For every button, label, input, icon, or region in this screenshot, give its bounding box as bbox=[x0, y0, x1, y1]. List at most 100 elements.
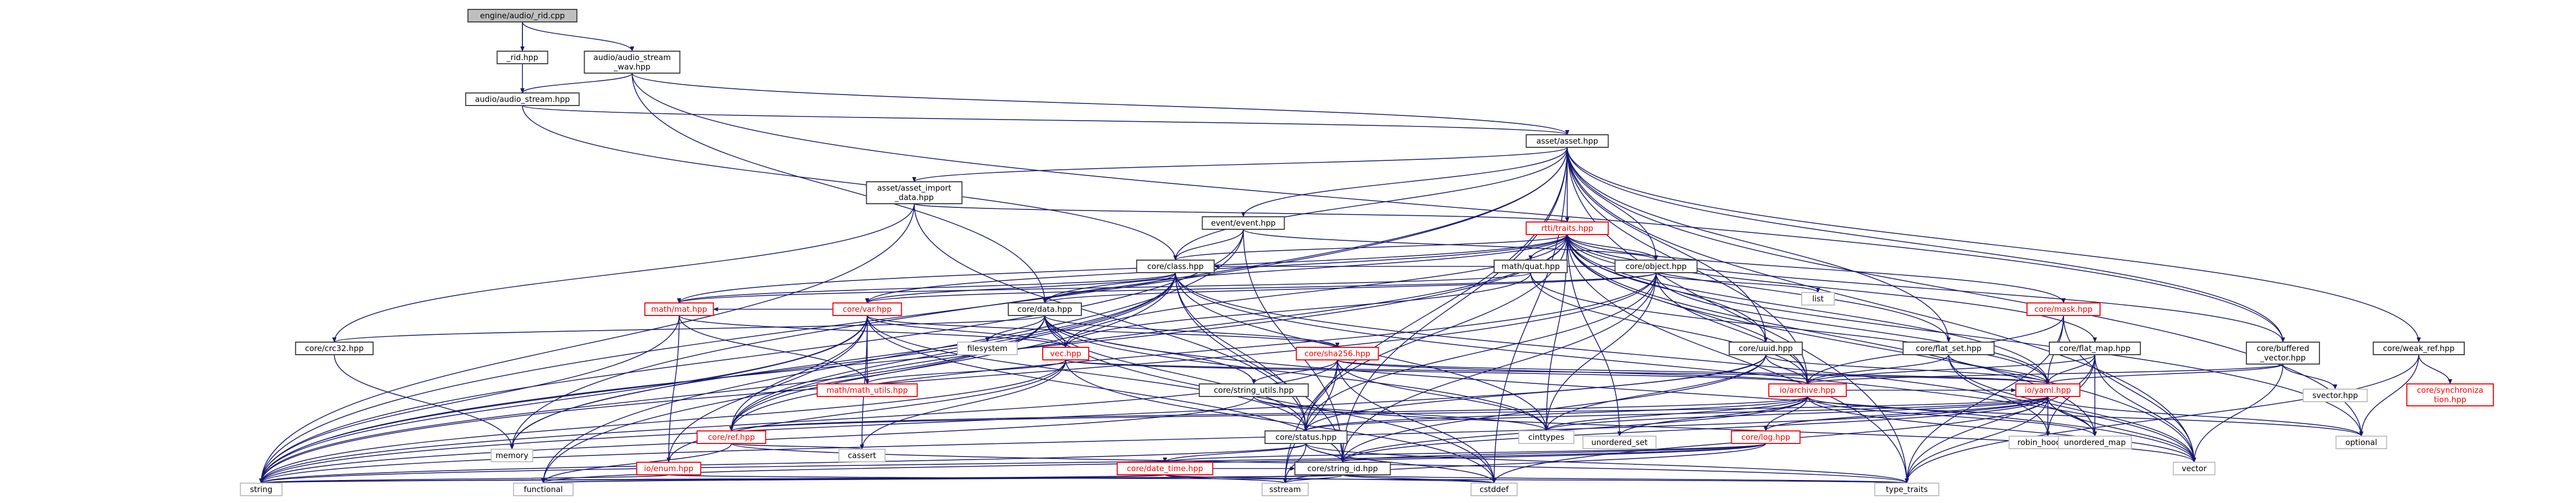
graph-node-optional: optional bbox=[2335, 436, 2387, 449]
edge-event-to-string bbox=[259, 229, 1244, 484]
graph-node-flatset[interactable]: core/flat_set.hpp bbox=[1902, 342, 1995, 355]
graph-node-string: string bbox=[240, 483, 283, 496]
node-label: core/status.hpp bbox=[1276, 432, 1337, 442]
graph-node-uuid[interactable]: core/uuid.hpp bbox=[1729, 342, 1803, 355]
edge-vec-to-cstddef bbox=[1065, 359, 1496, 484]
edge-sha-to-sstream bbox=[1283, 359, 1338, 484]
graph-node-asset[interactable]: asset/asset.hpp bbox=[1525, 134, 1609, 148]
graph-node-datetime[interactable]: core/date_time.hpp bbox=[1116, 462, 1214, 475]
graph-node-wav[interactable]: audio/audio_stream_wav.hpp bbox=[584, 51, 681, 74]
edge-ref-to-cassert bbox=[731, 443, 864, 450]
graph-node-data[interactable]: core/data.hpp bbox=[1008, 302, 1082, 316]
node-box bbox=[1116, 462, 1214, 475]
edge-traits-to-data bbox=[1043, 234, 1568, 303]
edge-wav-to-asset bbox=[632, 73, 1569, 135]
node-box bbox=[295, 342, 374, 355]
graph-node-mathutils[interactable]: math/math_utils.hpp bbox=[817, 383, 918, 397]
graph-node-root[interactable]: engine/audio/_rid.cpp bbox=[467, 9, 578, 22]
node-box bbox=[2372, 342, 2465, 355]
edge-vararg-to-memory bbox=[510, 315, 868, 450]
edge-flatmap-to-vector bbox=[2094, 354, 2196, 463]
graph-node-ref[interactable]: core/ref.hpp bbox=[696, 430, 766, 444]
graph-node-enum[interactable]: io/enum.hpp bbox=[636, 462, 702, 475]
graph-node-object[interactable]: core/object.hpp bbox=[1614, 260, 1698, 273]
node-label: vec.hpp bbox=[1050, 349, 1081, 358]
edge-strid-to-functional bbox=[542, 474, 1343, 484]
graph-node-weakref[interactable]: core/weak_ref.hpp bbox=[2372, 342, 2465, 355]
node-label: math/mat.hpp bbox=[651, 305, 707, 314]
node-label: tion.hpp bbox=[2434, 395, 2466, 404]
edge-sha-to-strutils bbox=[1252, 359, 1338, 384]
edge-ioyaml-to-strid bbox=[1341, 396, 2048, 463]
edge-bufvec-to-svector bbox=[2282, 364, 2337, 390]
node-label: core/object.hpp bbox=[1625, 262, 1686, 271]
node-box bbox=[2048, 342, 2141, 355]
node-label: memory bbox=[496, 451, 529, 460]
graph-node-archive[interactable]: io/archive.hpp bbox=[1768, 383, 1847, 397]
graph-node-traits[interactable]: rtti/traits.hpp bbox=[1525, 221, 1609, 235]
edge-layer bbox=[259, 21, 2452, 484]
graph-node-class[interactable]: core/class.hpp bbox=[1136, 260, 1215, 273]
graph-node-stream[interactable]: audio/audio_stream.hpp bbox=[465, 92, 580, 106]
edge-wav-to-data bbox=[632, 73, 1047, 303]
node-label: _data.hpp bbox=[894, 193, 934, 203]
graph-node-importdata[interactable]: asset/asset_import_data.hpp bbox=[866, 181, 963, 204]
graph-node-status[interactable]: core/status.hpp bbox=[1264, 430, 1348, 444]
edge-mat-to-string bbox=[259, 315, 680, 484]
node-box bbox=[2302, 389, 2368, 402]
edge-asset-to-uuid bbox=[1567, 147, 1768, 343]
edge-mat-to-mathutils bbox=[679, 315, 869, 384]
edge-traits-to-bufvec bbox=[1567, 234, 2285, 343]
graph-node-vec[interactable]: vec.hpp bbox=[1042, 347, 1090, 360]
node-label: io/enum.hpp bbox=[644, 464, 694, 473]
edge-log-to-string bbox=[259, 443, 1766, 484]
edge-data-to-filesystem bbox=[985, 315, 1045, 343]
graph-node-strid[interactable]: core/string_id.hpp bbox=[1294, 462, 1391, 475]
graph-node-event[interactable]: event/event.hpp bbox=[1202, 216, 1285, 230]
edge-traits-to-uuid bbox=[1567, 234, 1768, 343]
edge-data-to-crc32 bbox=[332, 315, 1045, 343]
graph-node-mask[interactable]: core/mask.hpp bbox=[2026, 302, 2101, 316]
node-label: io/archive.hpp bbox=[1780, 385, 1836, 395]
node-label: core/mask.hpp bbox=[2034, 305, 2092, 314]
node-box bbox=[1261, 483, 1309, 496]
node-box bbox=[817, 383, 918, 397]
graph-node-bufvec[interactable]: core/buffered_vector.hpp bbox=[2246, 342, 2320, 365]
edge-object-to-archive bbox=[1656, 272, 1810, 384]
graph-node-sha[interactable]: core/sha256.hpp bbox=[1296, 347, 1379, 360]
graph-node-quat[interactable]: math/quat.hpp bbox=[1494, 260, 1568, 273]
graph-node-log[interactable]: core/log.hpp bbox=[1731, 430, 1801, 444]
node-box bbox=[1470, 483, 1518, 496]
edge-strid-to-sstream bbox=[1283, 474, 1343, 484]
edge-traits-to-class bbox=[1173, 234, 1568, 261]
edge-vararg-to-status bbox=[867, 315, 1308, 431]
edge-event-to-class bbox=[1173, 229, 1244, 261]
graph-node-rid[interactable]: _rid.hpp bbox=[496, 51, 549, 64]
graph-node-vararg[interactable]: core/var.hpp bbox=[832, 302, 902, 316]
edge-traits-to-archive bbox=[1567, 234, 1810, 384]
node-box bbox=[832, 302, 902, 316]
graph-node-unordered-map: unordered_map bbox=[2058, 436, 2132, 449]
graph-node-list: list bbox=[1801, 292, 1835, 306]
node-label: optional bbox=[2346, 438, 2377, 447]
edge-ioyaml-to-vector bbox=[2047, 396, 2196, 463]
node-box bbox=[1731, 430, 1801, 444]
edge-asset-to-flatset bbox=[1567, 147, 1951, 343]
edge-asset-to-bufvec bbox=[1567, 147, 2285, 343]
graph-node-mat[interactable]: math/mat.hpp bbox=[644, 302, 714, 316]
graph-node-flatmap[interactable]: core/flat_map.hpp bbox=[2048, 342, 2141, 355]
node-box bbox=[957, 342, 1018, 355]
edge-object-to-cinttypes bbox=[1544, 272, 1657, 431]
graph-node-strutils[interactable]: core/string_utils.hpp bbox=[1198, 383, 1309, 397]
edge-object-to-list bbox=[1656, 272, 1820, 293]
node-box bbox=[1582, 436, 1657, 449]
node-label: core/uuid.hpp bbox=[1739, 344, 1793, 353]
node-label: core/sha256.hpp bbox=[1304, 349, 1370, 358]
graph-node-crc32[interactable]: core/crc32.hpp bbox=[295, 342, 374, 355]
node-label: cassert bbox=[848, 451, 876, 460]
edge-quat-to-archive bbox=[1530, 272, 1810, 384]
node-label: type_traits bbox=[1886, 485, 1928, 495]
node-label: rtti/traits.hpp bbox=[1541, 224, 1593, 233]
graph-node-ioyaml[interactable]: io/yaml.hpp bbox=[2015, 383, 2081, 397]
